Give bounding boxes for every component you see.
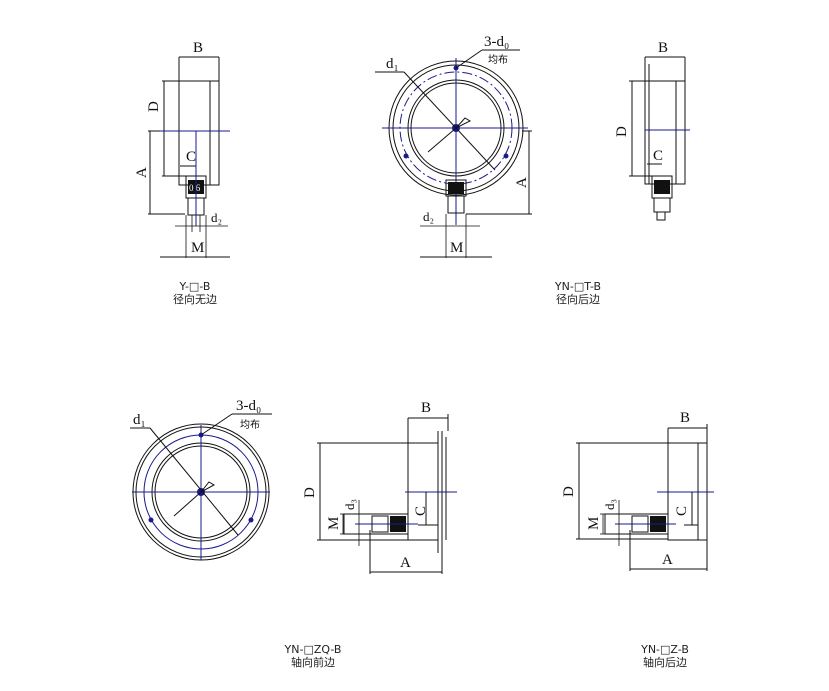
figure-radial-no-flange: B D A C 0 6 d₂ M <box>134 40 230 258</box>
dim-D-4: D <box>561 486 577 497</box>
dim-holes-3: 3-d₀ <box>236 398 261 414</box>
dim-d2-2: d₂ <box>423 209 434 224</box>
dim-B-3: B <box>421 400 431 416</box>
dim-M-3: M <box>326 517 342 530</box>
model-description: 径向无边 <box>173 293 217 306</box>
dim-D: D <box>146 101 162 112</box>
caption-fig2: YN-□T-B 径向后边 <box>518 280 638 306</box>
model-code: YN-□Z-B <box>641 643 689 656</box>
note-evenly-3: 均布 <box>240 419 260 431</box>
dim-B: B <box>193 40 203 56</box>
dim-A-3: A <box>400 555 411 571</box>
dim-d3-4: d₃ <box>602 499 617 510</box>
dim-A-4: A <box>662 552 673 568</box>
dim-D-2: D <box>614 126 630 137</box>
dim-C-4: C <box>674 506 690 516</box>
dim-d1-3: d₁ <box>133 412 146 428</box>
svg-text:0 6: 0 6 <box>189 183 201 193</box>
dim-C: C <box>186 149 196 165</box>
dim-M-2: M <box>450 240 463 256</box>
figure-axial-front-flange-front: d₁ 3-d₀ 均布 <box>130 398 272 561</box>
caption-fig1: Y-□-B 径向无边 <box>135 280 255 306</box>
dim-holes: 3-d₀ <box>484 34 509 50</box>
figure-side-back-flange: B D C <box>614 40 690 221</box>
caption-fig3: YN-□ZQ-B 轴向前边 <box>253 643 373 669</box>
model-description: 轴向前边 <box>291 656 335 669</box>
dim-C-3: C <box>413 506 429 516</box>
figure-axial-front-flange-side: B D C d₃ M A <box>302 400 457 574</box>
dim-d2: d₂ <box>211 210 222 225</box>
dim-A: A <box>134 167 150 178</box>
dim-B-2: B <box>658 40 668 56</box>
model-code: Y-□-B <box>179 280 211 293</box>
figure-radial-back-flange: d₁ 3-d₀ 均布 A d₂ M <box>375 34 532 258</box>
dim-d1: d₁ <box>386 56 399 72</box>
dim-M: M <box>191 240 204 256</box>
caption-fig4: YN-□Z-B 轴向后边 <box>605 643 725 669</box>
dim-d3-3: d₃ <box>342 499 357 510</box>
dim-B-4: B <box>680 410 690 426</box>
model-code: YN-□ZQ-B <box>284 643 342 656</box>
model-description: 径向后边 <box>556 293 600 306</box>
gauge-case <box>178 80 220 186</box>
dim-C-2: C <box>653 148 663 164</box>
model-code: YN-□T-B <box>554 280 602 293</box>
model-description: 轴向后边 <box>643 656 687 669</box>
dim-A-2: A <box>514 177 530 188</box>
dim-D-3: D <box>302 487 318 498</box>
dim-M-4: M <box>586 517 602 530</box>
note-evenly: 均布 <box>488 54 508 66</box>
figure-axial-back-flange-side: B D C d₃ M A <box>561 410 714 571</box>
